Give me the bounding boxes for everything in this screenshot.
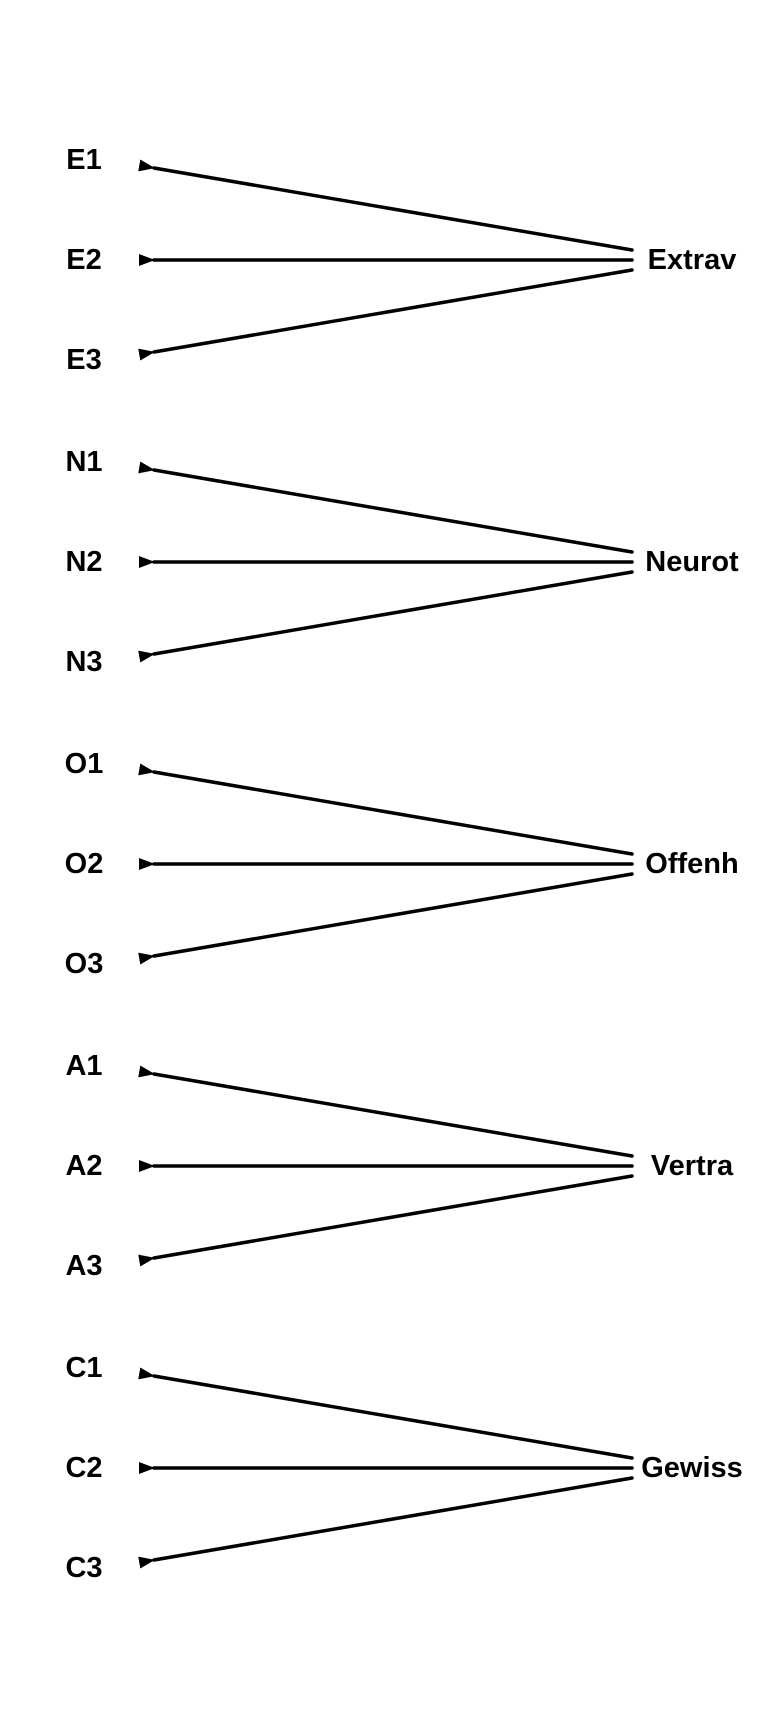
indicator-label-c1: C1 [65,1352,102,1384]
factor-label-gewiss: Gewiss [641,1452,743,1484]
arrow-offenh-to-o3 [138,872,634,965]
loading-arrows [138,159,634,1569]
arrow-extrav-to-e1 [138,159,634,252]
arrow-vertra-to-a1 [138,1065,634,1158]
indicator-label-a1: A1 [65,1050,102,1082]
indicator-label-o3: O3 [65,948,104,980]
arrow-gewiss-to-c1 [138,1367,634,1460]
indicator-label-a2: A2 [65,1150,102,1182]
arrow-neurot-to-n3 [138,570,634,663]
indicator-label-o2: O2 [65,848,104,880]
indicator-label-c2: C2 [65,1452,102,1484]
indicator-label-n1: N1 [65,446,102,478]
indicator-label-n3: N3 [65,646,102,678]
indicator-label-a3: A3 [65,1250,102,1282]
arrow-vertra-to-a3 [138,1174,634,1267]
factor-label-offenh: Offenh [645,848,738,880]
arrow-extrav-to-e3 [138,268,634,361]
factor-label-vertra: Vertra [651,1150,734,1182]
arrow-neurot-to-n1 [138,461,634,554]
indicator-label-n2: N2 [65,546,102,578]
arrow-offenh-to-o1 [138,763,634,856]
arrow-gewiss-to-c3 [138,1476,634,1569]
indicator-label-e1: E1 [66,144,101,176]
indicator-label-o1: O1 [65,748,104,780]
factor-label-extrav: Extrav [648,244,737,276]
indicator-label-e3: E3 [66,344,101,376]
factor-label-neurot: Neurot [645,546,739,578]
indicator-label-e2: E2 [66,244,101,276]
indicator-label-c3: C3 [65,1552,102,1584]
